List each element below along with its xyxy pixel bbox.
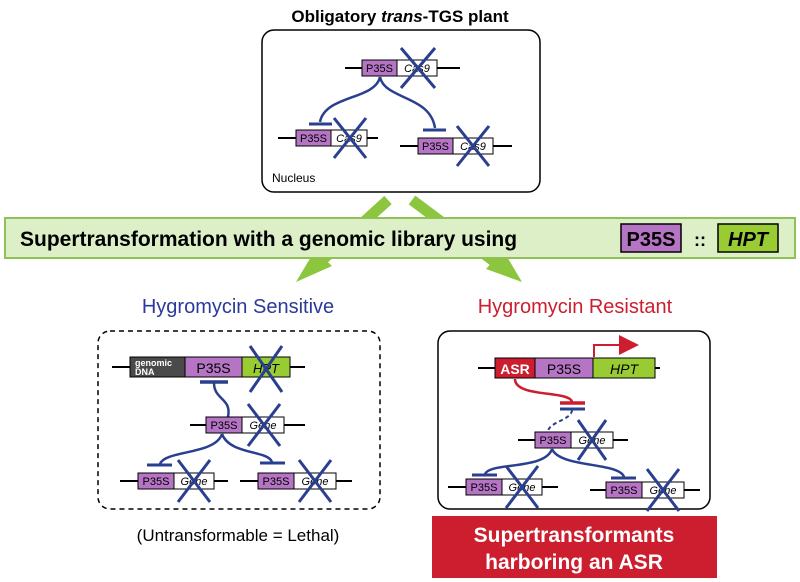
resistant-gene-construct: P35S Gene bbox=[518, 419, 628, 461]
asr-label: ASR bbox=[500, 361, 530, 377]
banner-promoter: P35S bbox=[627, 229, 676, 251]
sensitive-gene-construct: P35S Gene bbox=[120, 459, 228, 503]
promoter-label: P35S bbox=[143, 476, 170, 488]
banner-promoter-box bbox=[620, 223, 682, 253]
genomic-dna-label: DNA bbox=[135, 367, 155, 377]
banner-hpt: HPT bbox=[728, 229, 770, 251]
promoter-label: P35S bbox=[547, 361, 581, 377]
transcription-arrow-icon bbox=[593, 335, 639, 357]
promoter-label: P35S bbox=[422, 141, 449, 153]
resistant-insert-construct: ASR P35S HPT bbox=[478, 335, 660, 379]
nucleus-box bbox=[261, 29, 541, 193]
promoter-label: P35S bbox=[471, 482, 498, 494]
silencing-line bbox=[483, 448, 554, 475]
resistant-title: Hygromycin Resistant bbox=[478, 296, 673, 318]
silencing-cross-icon bbox=[332, 117, 368, 159]
silencing-line bbox=[550, 448, 626, 478]
silencing-cross-icon bbox=[246, 403, 282, 447]
promoter-label: P35S bbox=[211, 420, 238, 432]
silencing-line bbox=[220, 433, 274, 463]
nucleus-label: Nucleus bbox=[272, 171, 315, 185]
silencing-cross-icon bbox=[576, 419, 608, 461]
supertransformants-box bbox=[432, 516, 717, 578]
promoter-label: P35S bbox=[300, 133, 327, 145]
sensitive-gene-construct: P35S Gene bbox=[190, 403, 305, 447]
top-cas9-construct: P35S Cas9 bbox=[400, 125, 512, 167]
silencing-line bbox=[378, 76, 437, 129]
promoter-label: P35S bbox=[611, 485, 638, 497]
silencing-cross-icon bbox=[248, 345, 284, 393]
banner-hpt-box bbox=[717, 223, 779, 253]
top-cas9-construct: P35S Cas9 bbox=[345, 47, 460, 89]
hpt-label: HPT bbox=[610, 361, 639, 377]
sensitive-insert-construct: genomic DNA P35S HPT bbox=[112, 345, 305, 393]
sensitive-title: Hygromycin Sensitive bbox=[142, 296, 334, 318]
promoter-label: P35S bbox=[263, 476, 290, 488]
promoter-label: P35S bbox=[196, 360, 230, 376]
silencing-line bbox=[212, 382, 230, 418]
promoter-label: P35S bbox=[540, 435, 567, 447]
top-title: Obligatory trans-TGS plant bbox=[291, 7, 509, 26]
resistant-footer-line1: Supertransformants bbox=[474, 524, 675, 547]
silencing-cross-icon bbox=[399, 47, 437, 89]
silencing-cross-icon bbox=[176, 459, 212, 503]
silencing-line bbox=[158, 433, 224, 465]
banner-separator: :: bbox=[694, 230, 706, 250]
sensitive-footer: (Untransformable = Lethal) bbox=[137, 526, 340, 545]
sensitive-gene-construct: P35S Gene bbox=[240, 459, 352, 503]
resistant-footer-line2: harboring an ASR bbox=[485, 551, 663, 574]
sensitive-box bbox=[97, 330, 381, 510]
resistant-gene-construct: P35S Gene bbox=[590, 468, 700, 512]
silencing-cross-icon bbox=[455, 125, 491, 167]
asr-block-line bbox=[513, 378, 574, 403]
silencing-cross-icon bbox=[297, 459, 333, 503]
silencing-cross-icon bbox=[645, 468, 681, 512]
top-cas9-construct: P35S Cas9 bbox=[278, 117, 378, 159]
silencing-line bbox=[318, 76, 382, 123]
resistant-gene-construct: P35S Gene bbox=[448, 465, 558, 509]
genomic-dna-label: genomic bbox=[135, 358, 172, 368]
top-promoter-label: P35S bbox=[366, 63, 393, 75]
banner-text: Supertransformation with a genomic libra… bbox=[20, 228, 517, 251]
silencing-cross-icon bbox=[504, 465, 540, 509]
blocked-silencing-line bbox=[547, 409, 573, 433]
